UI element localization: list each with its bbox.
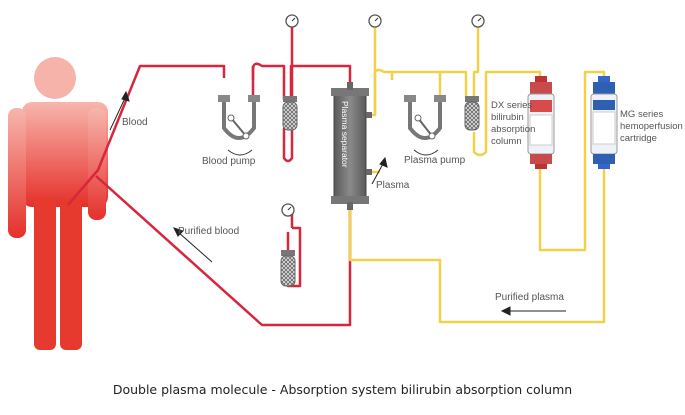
dx-to-mg xyxy=(538,70,606,252)
plasma-separator xyxy=(331,82,372,210)
purified-plasma-label: Purified plasma xyxy=(495,292,564,303)
figure-caption: Double plasma molecule - Absorption syst… xyxy=(112,382,573,397)
blood-pump-label: Blood pump xyxy=(202,156,256,167)
dx-series-column xyxy=(527,76,555,169)
dx-series-label-2: bilirubin xyxy=(491,112,524,123)
flow-arrows xyxy=(109,90,566,316)
blood-pump xyxy=(218,95,260,156)
mg-series-label-1: MG series xyxy=(620,109,664,120)
plasma-arrow-icon xyxy=(371,156,388,185)
blood-lines xyxy=(67,27,352,327)
plasma-to-pump xyxy=(373,68,442,115)
diagram: Blood Blood pump Plasma separator Plasma… xyxy=(8,14,683,350)
pressure-gauge-icon xyxy=(368,14,382,28)
pressure-gauge-icon xyxy=(471,14,485,28)
blood-return-line xyxy=(95,175,352,327)
drip-chamber-3 xyxy=(280,250,296,287)
drip-chamber-top-loop xyxy=(282,98,294,163)
pressure-gauge-icon xyxy=(285,14,299,28)
purified-blood-arrow-icon xyxy=(173,227,213,263)
plasma-pump-label: Plasma pump xyxy=(404,155,466,166)
mg-outlet xyxy=(348,165,606,324)
plasma-pump xyxy=(404,95,446,156)
plasma-after-pump xyxy=(440,27,480,100)
plasma-to-dx xyxy=(472,70,542,157)
diagram-canvas xyxy=(8,14,618,350)
blood-label: Blood xyxy=(122,117,148,128)
human-figure xyxy=(8,57,108,350)
purified-blood-label: Purified blood xyxy=(178,226,240,237)
dx-series-label-4: column xyxy=(491,136,522,147)
pressure-gauge-icon xyxy=(281,203,295,217)
dx-series-label-1: DX series xyxy=(491,100,533,111)
blood-out-line xyxy=(67,62,352,206)
mg-series-label-2: hemoperfusion xyxy=(620,121,683,132)
plasma-lines xyxy=(348,27,606,324)
dx-series-label-3: absorption xyxy=(491,124,536,135)
blood-flow-arrow-icon xyxy=(109,90,130,131)
plasma-label: Plasma xyxy=(376,180,410,191)
mg-series-label-3: cartridge xyxy=(620,133,657,144)
drip-chamber-2 xyxy=(464,96,480,131)
mg-series-cartridge xyxy=(590,76,618,169)
drip-chamber-1 xyxy=(282,96,298,131)
purified-plasma-arrow-icon xyxy=(500,306,566,316)
plasma-separator-label: Plasma separator xyxy=(340,101,350,168)
